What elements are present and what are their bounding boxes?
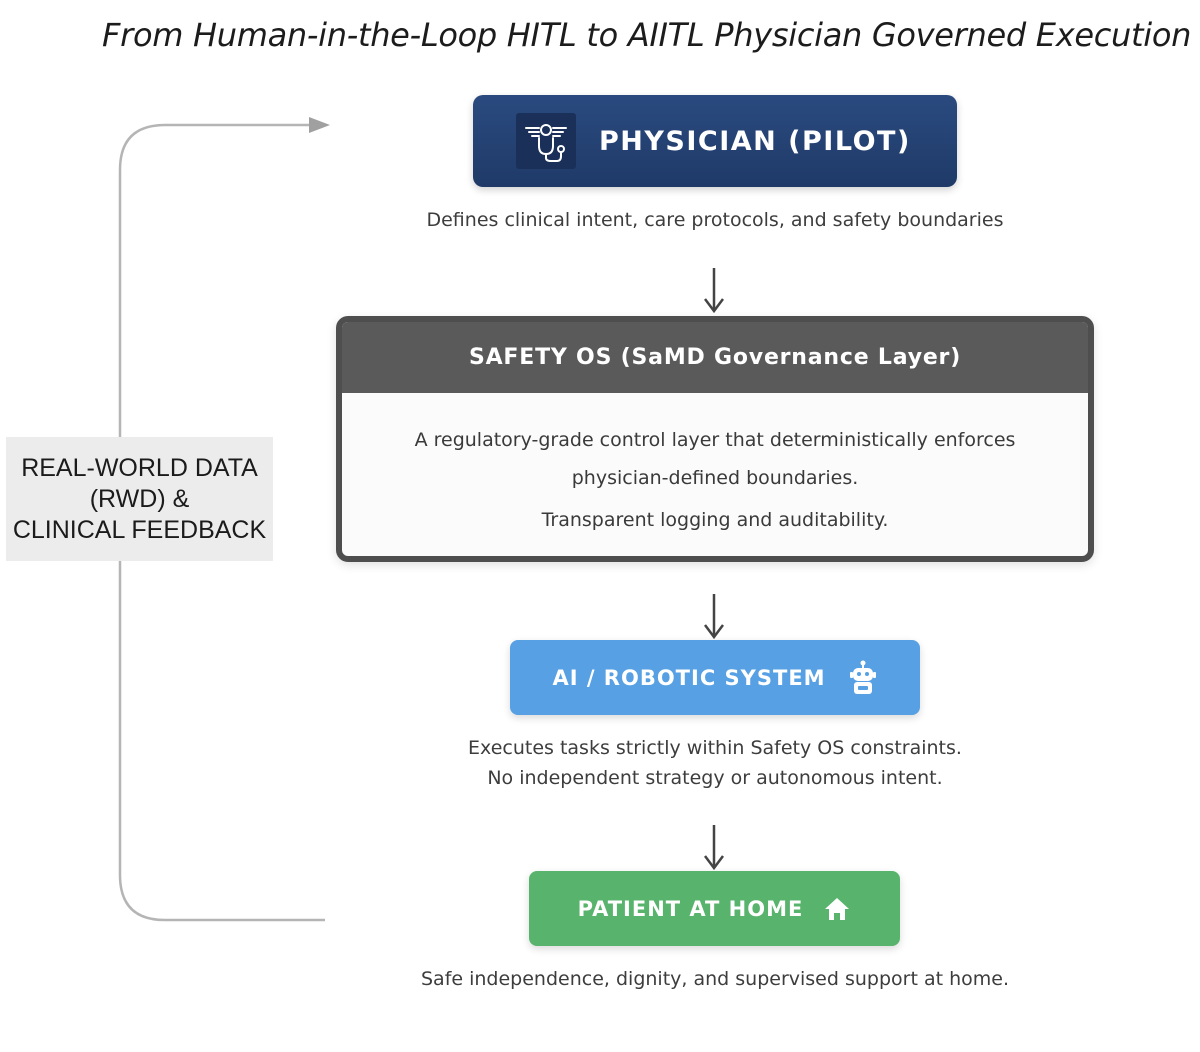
safety-os-body: A regulatory-grade control layer that de… — [342, 393, 1088, 535]
robot-icon — [848, 660, 878, 696]
stethoscope-wings-icon — [516, 113, 576, 169]
ai-system-label: AI / ROBOTIC SYSTEM — [552, 665, 826, 690]
safety-os-line: physician-defined boundaries. — [571, 467, 859, 489]
safety-os-box: SAFETY OS (SaMD Governance Layer) A regu… — [336, 316, 1094, 562]
feedback-label: REAL-WORLD DATA (RWD) & CLINICAL FEEDBAC… — [6, 437, 273, 561]
physician-box: PHYSICIAN (PILOT) — [473, 95, 957, 187]
arrow-ai-to-patient — [704, 825, 724, 871]
patient-caption: Safe independence, dignity, and supervis… — [420, 968, 1009, 990]
ai-caption-1: Executes tasks strictly within Safety OS… — [468, 737, 962, 759]
home-icon — [823, 896, 851, 922]
ai-robotic-system-box: AI / ROBOTIC SYSTEM — [510, 640, 920, 715]
physician-label: PHYSICIAN (PILOT) — [599, 125, 911, 157]
safety-os-header: SAFETY OS (SaMD Governance Layer) — [342, 322, 1088, 393]
diagram-title: From Human-in-the-Loop HITL to AIITL Phy… — [102, 16, 1192, 54]
patient-label: PATIENT AT HOME — [577, 896, 804, 921]
ai-caption-2: No independent strategy or autonomous in… — [487, 767, 943, 789]
safety-os-line: Transparent logging and auditability. — [541, 509, 889, 531]
patient-at-home-box: PATIENT AT HOME — [529, 871, 900, 946]
arrow-physician-to-safety — [704, 268, 724, 314]
physician-caption: Defines clinical intent, care protocols,… — [426, 209, 1004, 231]
safety-os-line: A regulatory-grade control layer that de… — [414, 429, 1016, 451]
arrow-safety-to-ai — [704, 594, 724, 640]
